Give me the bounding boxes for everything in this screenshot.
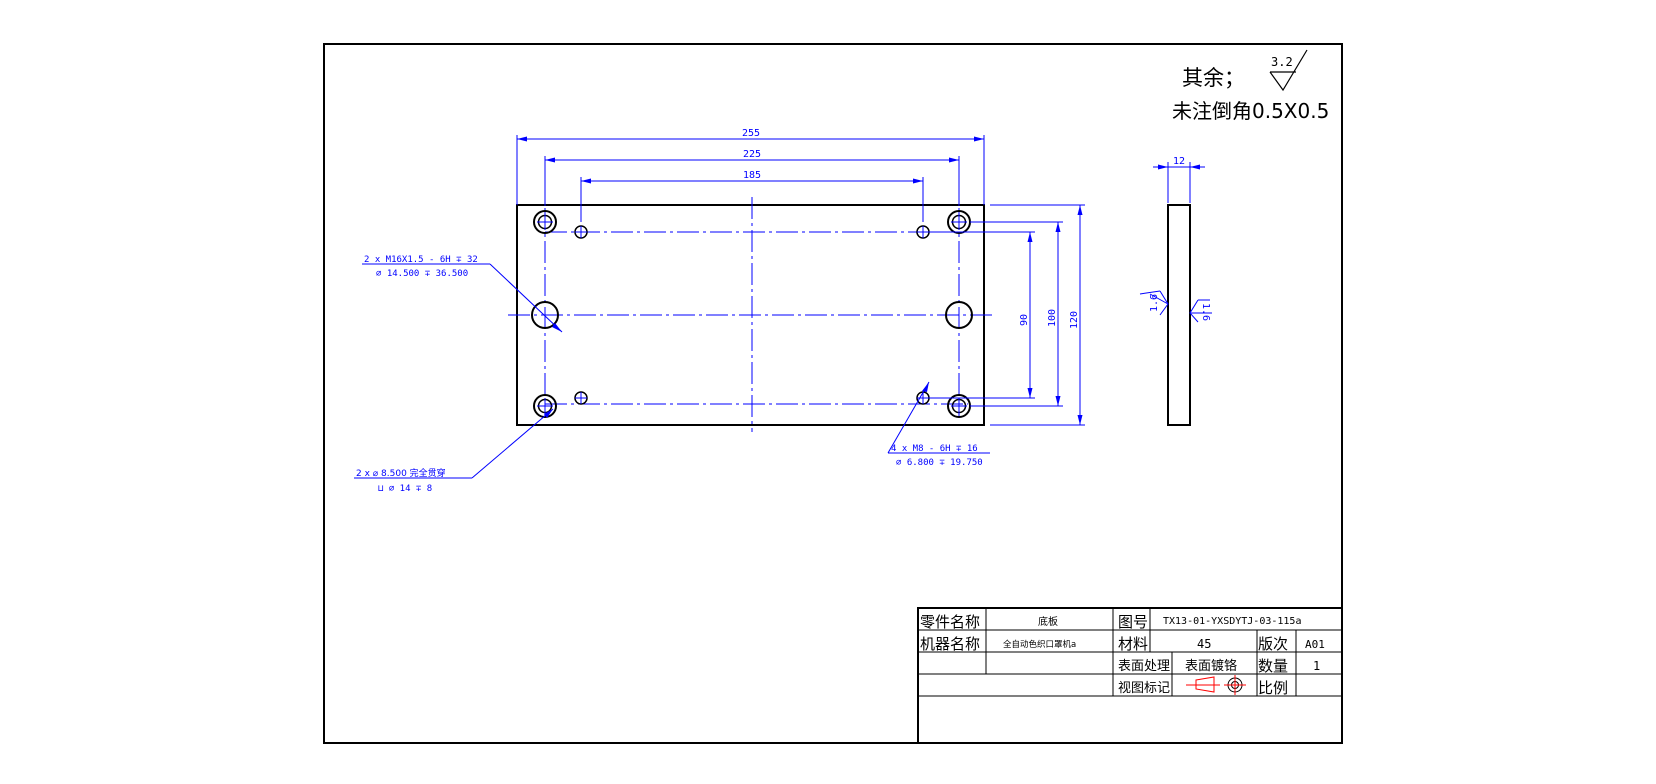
tb-revision-value: A01 [1305, 638, 1325, 651]
callout-leaders [354, 263, 990, 479]
tb-view-mark-label: 视图标记 [1118, 681, 1170, 696]
top-dimensions [516, 135, 985, 222]
tapped-hole-right [945, 301, 973, 329]
dimension-90: 90 [1019, 314, 1030, 326]
small-hole-top-left [574, 225, 588, 239]
dimension-185: 185 [743, 170, 761, 181]
center-lines [508, 197, 994, 432]
tb-machine-name-value: 全自动色织口罩机a [1003, 639, 1076, 650]
tb-material-value: 45 [1197, 637, 1211, 651]
tb-part-name-label: 零件名称 [920, 613, 980, 631]
callout-through-hole-line2: ⊔ ⌀ 14 ∓ 8 [378, 484, 432, 494]
roughness-right-icon [1189, 299, 1212, 323]
roughness-left-value: 1.6 [1149, 294, 1160, 312]
plate-front-view [508, 197, 994, 432]
chamfer-note: 未注倒角0.5X0.5 [1172, 99, 1329, 123]
tb-machine-name-label: 机器名称 [920, 635, 980, 653]
small-hole-bottom-left [574, 391, 588, 405]
dimension-12: 12 [1173, 156, 1185, 167]
general-notes: 其余； 3.2 未注倒角0.5X0.5 [1172, 49, 1329, 123]
corner-hole-top-left [533, 210, 557, 234]
roughness-symbol-icon: 3.2 [1269, 49, 1308, 92]
callout-tapped-hole-line2: ⌀ 14.500 ∓ 36.500 [376, 269, 468, 279]
tb-part-name-value: 底板 [1038, 615, 1058, 628]
tb-surface-treatment-label: 表面处理 [1118, 659, 1170, 674]
title-block: 零件名称 底板 图号 TX13-01-YXSDYTJ-03-115a 机器名称 … [917, 607, 1343, 744]
plate-side-view: 12 1.6 1.6 [1139, 156, 1212, 426]
tapped-hole-left [531, 301, 559, 329]
dimension-225: 225 [743, 149, 761, 160]
tb-revision-label: 版次 [1258, 635, 1288, 653]
corner-hole-bottom-left [533, 394, 557, 418]
tb-drawing-no-value: TX13-01-YXSDYTJ-03-115a [1163, 616, 1301, 627]
callout-tapped-hole-line1: 2 x M16X1.5 - 6H ∓ 32 [364, 255, 478, 265]
small-hole-bottom-right [916, 391, 930, 405]
tb-scale-label: 比例 [1258, 679, 1288, 697]
dimension-100: 100 [1047, 309, 1058, 327]
roughness-value: 3.2 [1271, 55, 1293, 69]
callout-small-tapped-line1: 4 x M8 - 6H ∓ 16 [891, 444, 978, 454]
tb-material-label: 材料 [1118, 635, 1148, 653]
dimension-255: 255 [742, 128, 760, 139]
callout-through-hole-line1: 2 x ⌀ 8.500 完全贯穿 [356, 467, 446, 479]
drawing-frame [323, 43, 1343, 744]
roughness-right-value: 1.6 [1200, 303, 1211, 321]
roughness-left-icon [1139, 290, 1169, 316]
tb-quantity-label: 数量 [1258, 657, 1288, 675]
dimension-120: 120 [1069, 311, 1080, 329]
tb-drawing-no-label: 图号 [1118, 613, 1148, 631]
side-outline [1167, 204, 1191, 426]
tb-quantity-value: 1 [1313, 659, 1320, 673]
small-hole-top-right [916, 225, 930, 239]
first-angle-projection-icon [1186, 675, 1246, 695]
roughness-note-label: 其余； [1182, 66, 1245, 90]
right-dimensions [929, 204, 1085, 426]
corner-hole-top-right [947, 210, 971, 234]
tb-surface-treatment-value: 表面镀铬 [1185, 658, 1237, 674]
callout-small-tapped-line2: ⌀ 6.800 ∓ 19.750 [896, 458, 983, 468]
